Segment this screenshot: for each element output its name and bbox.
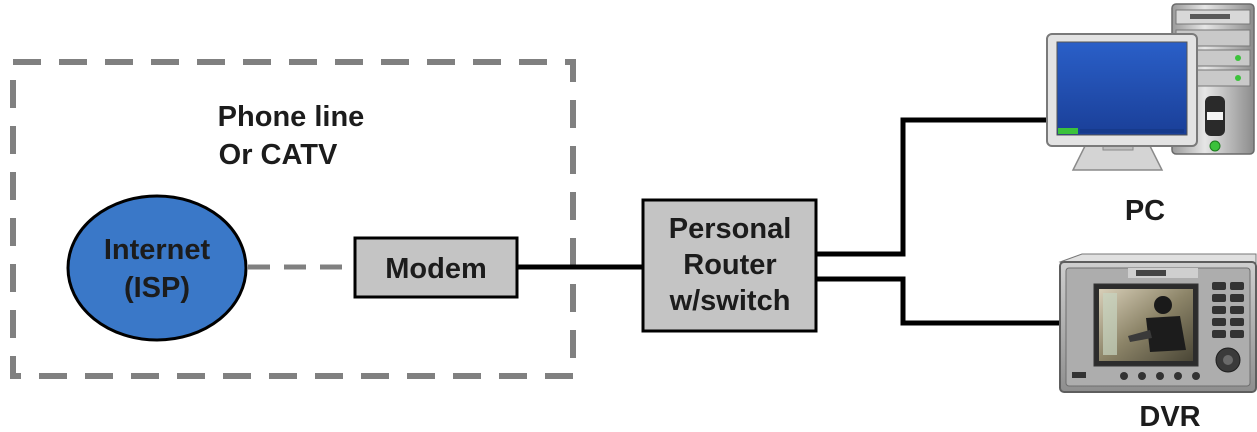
wire-router-dvr <box>816 276 1060 326</box>
internet-node <box>66 194 248 342</box>
router-label-line1: Personal <box>669 213 792 245</box>
pc-label: PC <box>1125 195 1165 227</box>
router-label-line3: w/switch <box>669 285 791 317</box>
dvr-device-icon <box>1058 253 1257 393</box>
dvr-label: DVR <box>1139 401 1200 432</box>
region-label-line2: Or CATV <box>219 139 338 171</box>
router-box <box>641 198 818 333</box>
region-label-line1: Phone line <box>218 101 365 133</box>
internet-label-line1: Internet <box>104 234 211 266</box>
internet-label-line2: (ISP) <box>124 272 190 304</box>
phone-line-region <box>10 59 576 379</box>
wire-router-pc <box>816 117 1060 257</box>
modem-label: Modem <box>385 253 487 285</box>
modem-box <box>353 236 519 299</box>
pc-computer-icon <box>1046 3 1255 171</box>
router-label-line2: Router <box>683 249 776 281</box>
